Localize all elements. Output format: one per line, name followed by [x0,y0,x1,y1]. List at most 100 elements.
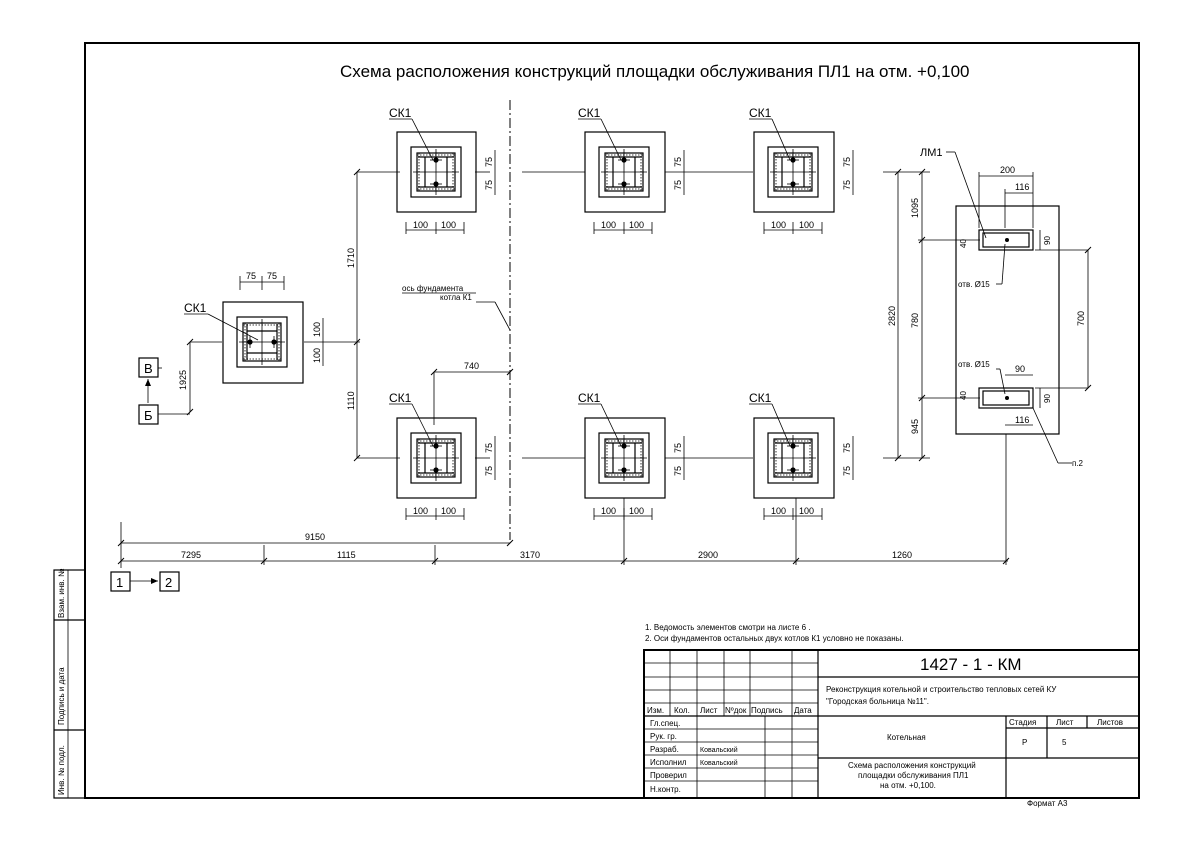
svg-text:75: 75 [673,157,683,167]
svg-text:75: 75 [842,466,852,476]
mark-ck1-bot1: СК1 [389,391,412,405]
mark-ck1-bot2: СК1 [578,391,601,405]
svg-text:Рук. гр.: Рук. гр. [650,732,677,741]
svg-text:п.2: п.2 [1072,459,1084,468]
svg-text:100: 100 [629,220,644,230]
svg-text:1: 1 [116,575,123,590]
mark-ck1-top2: СК1 [578,106,601,120]
svg-text:Nºдок: Nºдок [725,706,747,715]
doc-code: 1427 - 1 - КМ [920,655,1022,674]
svg-text:100: 100 [413,506,428,516]
svg-text:Разраб.: Разраб. [650,745,679,754]
svg-text:100: 100 [413,220,428,230]
format-label: Формат А3 [1027,799,1068,808]
center-lines [190,100,1088,540]
svg-text:100: 100 [629,506,644,516]
marks-ck1: СК1 СК1 СК1 СК1 СК1 СК1 СК1 [184,106,791,447]
svg-text:75: 75 [842,443,852,453]
dims-right: 2820 1095 780 945 700 [887,168,1092,462]
foundation-top-3 [753,131,835,213]
mark-ck1-top1: СК1 [389,106,412,120]
svg-text:100: 100 [312,348,322,363]
svg-text:2: 2 [165,575,172,590]
svg-text:Схема расположения конструкций: Схема расположения конструкций [848,761,976,770]
svg-text:40: 40 [959,391,968,400]
svg-text:котла К1: котла К1 [440,293,472,302]
mark-ck1-bot3: СК1 [749,391,772,405]
svg-text:90: 90 [1043,236,1052,245]
svg-text:100: 100 [771,220,786,230]
svg-text:75: 75 [246,271,256,281]
svg-text:1095: 1095 [910,198,920,218]
svg-text:75: 75 [673,180,683,190]
svg-text:9150: 9150 [305,532,325,542]
svg-text:Ковальский: Ковальский [700,759,738,767]
svg-text:75: 75 [673,443,683,453]
svg-text:945: 945 [910,419,920,434]
svg-text:Б: Б [144,408,153,423]
svg-text:Котельная: Котельная [887,733,926,742]
dims-left: 1710 1110 1925 740 [178,168,514,462]
mark-ck1-left: СК1 [184,301,207,315]
svg-text:1260: 1260 [892,550,912,560]
svg-text:1115: 1115 [337,550,356,560]
foundation-bottom-1 [396,417,477,499]
svg-text:Листов: Листов [1097,718,1123,727]
svg-text:отв. Ø15: отв. Ø15 [958,360,990,369]
svg-text:Лист: Лист [1056,718,1074,727]
svg-text:В: В [144,361,153,376]
svg-text:100: 100 [799,220,814,230]
svg-text:Ковальский: Ковальский [700,746,738,754]
axis-markers-12: 1 2 [110,571,180,592]
svg-text:Подпись: Подпись [751,706,783,715]
svg-text:7295: 7295 [181,550,201,560]
mark-lm1: ЛМ1 [920,147,943,159]
foundation-bottom-3 [753,417,835,499]
svg-text:Р: Р [1022,738,1027,747]
svg-text:Исполнил: Исполнил [650,758,687,767]
svg-text:Гл.спец.: Гл.спец. [650,719,680,728]
svg-text:Кол.: Кол. [674,706,690,715]
svg-text:116: 116 [1015,182,1029,192]
svg-text:площадки обслуживания ПЛ1: площадки обслуживания ПЛ1 [858,771,969,780]
svg-text:740: 740 [464,361,479,371]
svg-text:5: 5 [1062,738,1067,747]
svg-text:75: 75 [484,180,494,190]
mark-ck1-top3: СК1 [749,106,772,120]
svg-text:75: 75 [484,443,494,453]
svg-text:75: 75 [484,466,494,476]
svg-text:90: 90 [1015,364,1025,374]
svg-text:90: 90 [1043,394,1052,403]
side-label-inv: Инв. № подл. [57,745,66,795]
svg-text:75: 75 [842,157,852,167]
svg-text:на отм. +0,100.: на отм. +0,100. [880,781,936,790]
svg-text:Н.контр.: Н.контр. [650,785,681,794]
foundation-left [222,301,304,384]
svg-text:100: 100 [441,220,456,230]
svg-text:Стадия: Стадия [1009,718,1036,727]
svg-text:3170: 3170 [520,550,540,560]
svg-text:780: 780 [910,313,920,328]
foundation-bottom-2 [584,417,666,499]
svg-text:75: 75 [267,271,277,281]
svg-text:Изм.: Изм. [647,706,664,715]
note-2: 2. Оси фундаментов остальных двух котлов… [645,634,904,643]
svg-text:100: 100 [312,322,322,337]
side-label-replace: Взам. инв. № [57,568,66,618]
svg-text:700: 700 [1076,311,1086,326]
svg-text:1110: 1110 [346,391,356,410]
svg-text:75: 75 [673,466,683,476]
svg-text:2900: 2900 [698,550,718,560]
platform-lm1: ЛМ1 200 116 отв. Ø15 отв. Ø15 90 116 40 … [920,147,1084,468]
note-1: 1. Ведомость элементов смотри на листе 6… [645,623,810,632]
svg-text:Лист: Лист [700,706,718,715]
svg-text:2820: 2820 [887,306,897,326]
foundation-top-1 [396,131,477,213]
axis-markers-vb: В Б [138,357,190,425]
svg-text:ось фундамента: ось фундамента [402,284,464,293]
svg-text:75: 75 [842,180,852,190]
svg-text:Проверил: Проверил [650,771,687,780]
dims-bottom: 9150 7295 1115 3170 2900 1260 [117,434,1010,568]
